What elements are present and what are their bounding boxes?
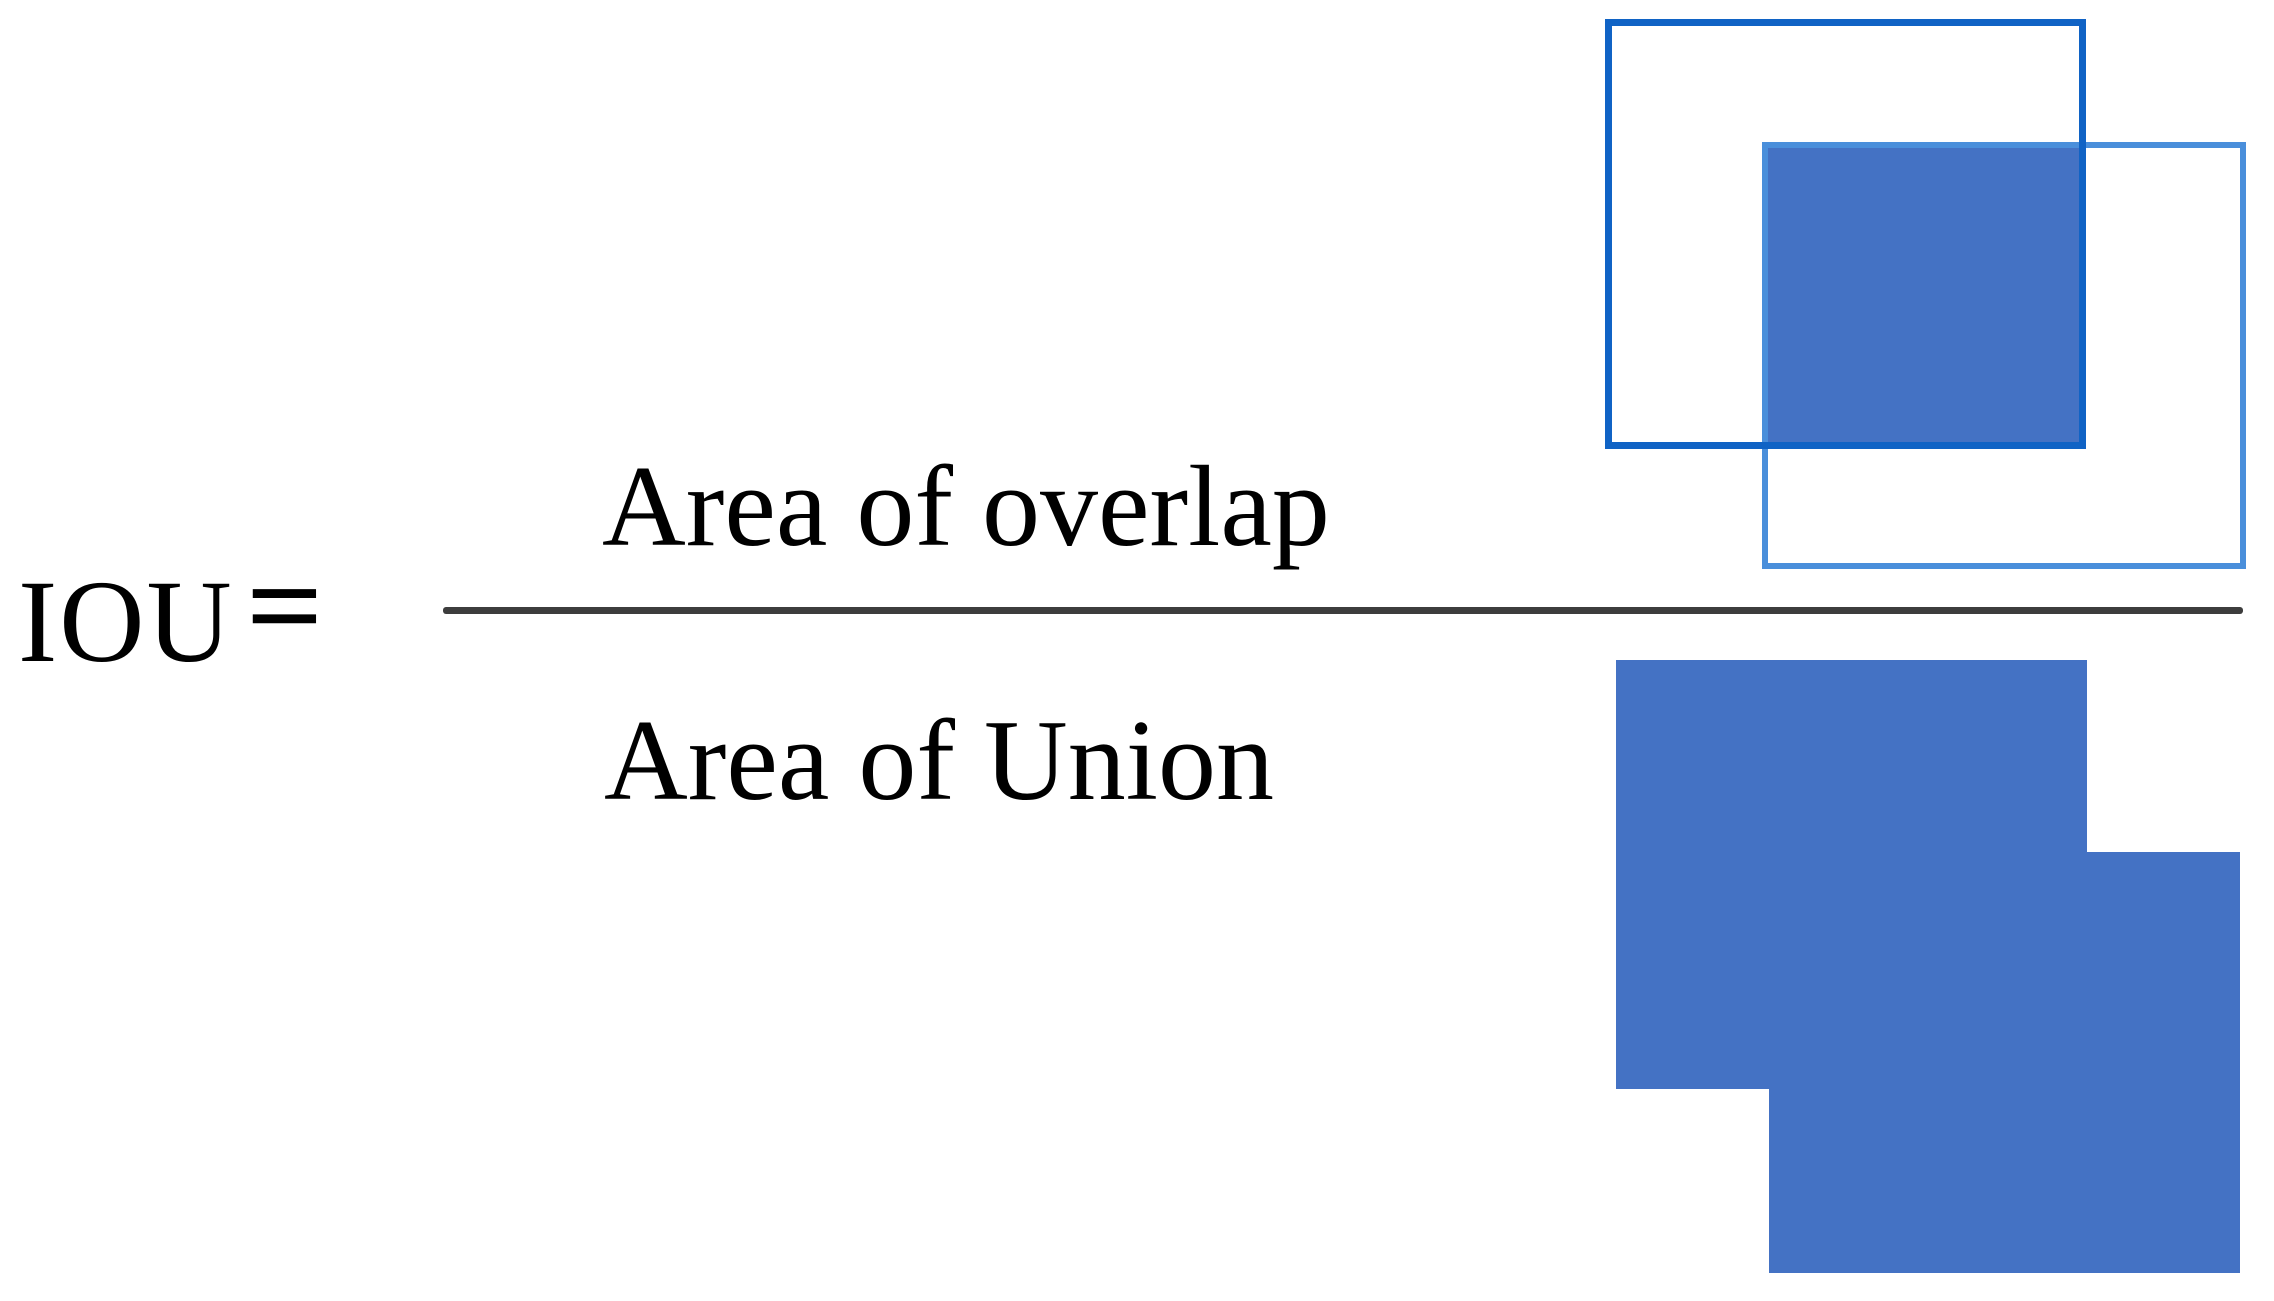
denominator-label: Area of Union xyxy=(604,697,1275,825)
fraction-line xyxy=(443,607,2243,614)
equals-sign: = xyxy=(246,537,324,676)
predicted-box-outline xyxy=(1762,142,2246,569)
ground-truth-box-outline xyxy=(1605,19,2086,449)
overlap-fill xyxy=(1768,148,2086,449)
union-rect-b xyxy=(1769,852,2240,1273)
numerator-label: Area of overlap xyxy=(602,443,1330,571)
iou-label: IOU xyxy=(18,556,234,687)
